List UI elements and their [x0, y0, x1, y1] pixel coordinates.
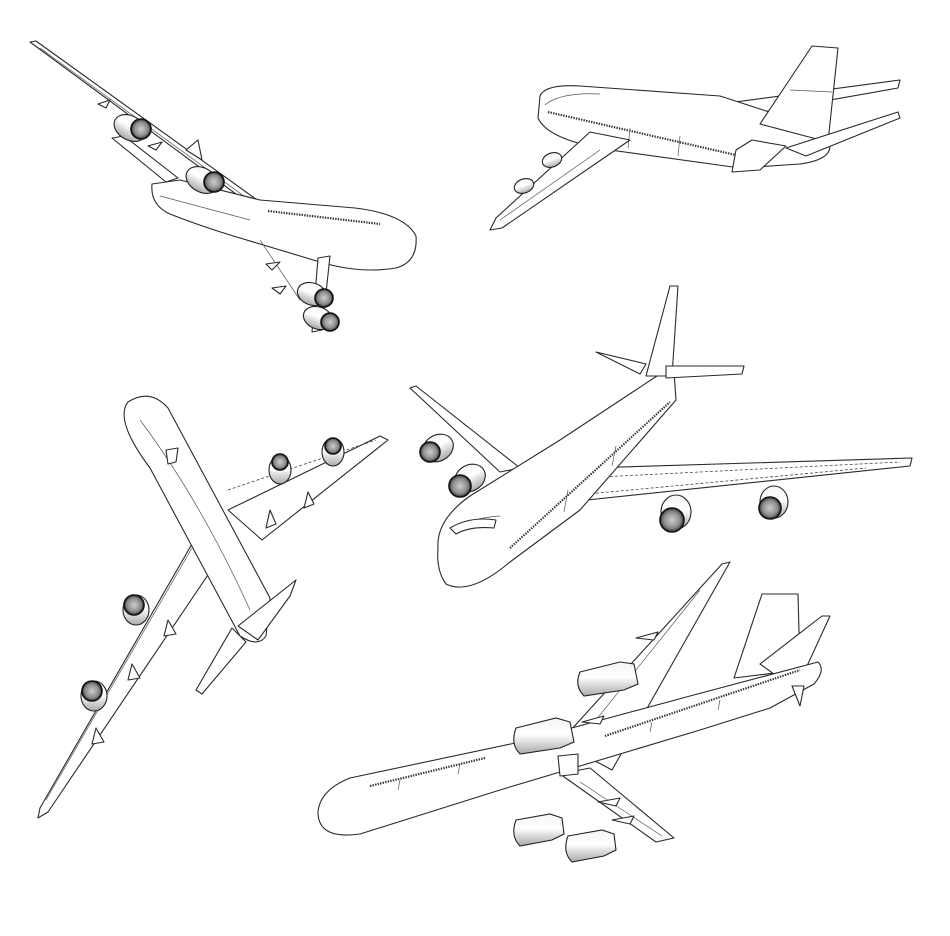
engine-icon: [541, 152, 563, 168]
engine-icon: [513, 813, 565, 847]
engine-icon: [302, 305, 340, 332]
airplane-rear-view-top-right: [489, 45, 901, 231]
engine-icon: [448, 463, 486, 498]
engine-icon: [419, 433, 454, 463]
airplane-front-view-center: [409, 285, 913, 588]
engine-icon: [659, 494, 692, 533]
engine-icon: [268, 453, 292, 485]
engine-icon: [296, 281, 334, 308]
engine-icon: [513, 717, 575, 755]
airplane-top-view-left: [37, 395, 389, 819]
engine-icon: [113, 114, 152, 142]
engine-icon: [513, 178, 535, 194]
engine-icon: [577, 661, 639, 697]
engine-icon: [80, 680, 108, 712]
engine-icon: [758, 485, 789, 520]
engine-icon: [565, 829, 617, 863]
engine-icon: [185, 166, 225, 194]
airplane-underside-top-left: [29, 40, 417, 333]
engine-icon: [321, 437, 345, 467]
airplane-underside-bottom-right: [317, 561, 831, 863]
engine-icon: [122, 594, 150, 626]
